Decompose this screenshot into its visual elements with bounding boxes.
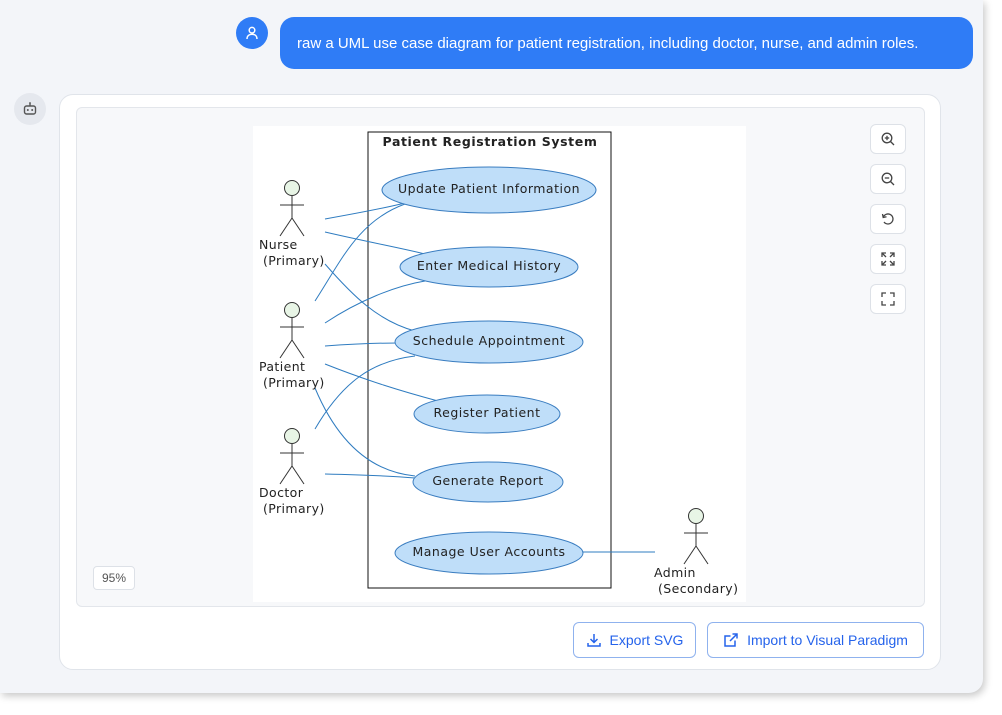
link-nurse-update: [324, 202, 406, 220]
actor-role: (Secondary): [658, 581, 738, 596]
reset-icon: [881, 213, 894, 225]
use-case-diagram-svg: Patient Registration System: [259, 131, 738, 596]
fit-to-screen-button[interactable]: [870, 244, 906, 274]
link-nurse-medical: [324, 231, 426, 255]
fit-icon: [881, 252, 895, 266]
system-boundary: [367, 131, 612, 589]
actor-head: [284, 180, 300, 196]
usecase-label: Generate Report: [432, 473, 543, 488]
zoom-out-button[interactable]: [870, 164, 906, 194]
actors: [279, 180, 709, 565]
usecase-label: Update Patient Information: [398, 181, 580, 196]
actor-name: Admin: [654, 565, 696, 580]
usecase-schedule-appointment[interactable]: [394, 320, 584, 364]
link-nurse-schedule: [324, 263, 416, 332]
zoom-in-icon: [881, 132, 895, 146]
fullscreen-button[interactable]: [870, 284, 906, 314]
zoom-controls: [870, 124, 906, 324]
actor-name: Nurse: [259, 237, 298, 252]
associations: [314, 202, 655, 553]
link-patient-schedule: [324, 342, 399, 347]
actor-admin[interactable]: [683, 508, 709, 565]
usecase-update-patient-information[interactable]: [381, 166, 597, 214]
user-icon: [246, 26, 258, 40]
import-visual-paradigm-button[interactable]: Import to Visual Paradigm: [707, 622, 924, 658]
zoom-in-button[interactable]: [870, 124, 906, 154]
diagram-canvas[interactable]: Patient Registration System: [76, 107, 925, 607]
app-window: raw a UML use case diagram for patient r…: [0, 0, 983, 693]
usecase-label: Manage User Accounts: [412, 544, 565, 559]
actor-nurse[interactable]: [279, 180, 305, 237]
link-patient-register: [324, 363, 439, 402]
actor-name: Doctor: [259, 485, 304, 500]
use-case-diagram: Patient Registration System: [253, 126, 746, 602]
actor-doctor[interactable]: [279, 428, 305, 485]
user-avatar: [236, 17, 268, 49]
import-visual-paradigm-label: Import to Visual Paradigm: [747, 632, 908, 648]
usecase-register-patient[interactable]: [413, 394, 561, 434]
actor-role: (Primary): [263, 375, 325, 390]
external-link-icon: [724, 633, 738, 647]
reset-view-button[interactable]: [870, 204, 906, 234]
actor-role: (Primary): [263, 501, 325, 516]
actor-labels: Nurse (Primary) Patient (Primary) Doctor…: [259, 237, 738, 596]
export-svg-label: Export SVG: [609, 632, 684, 648]
zoom-level-indicator: 95%: [93, 566, 135, 590]
usecase-label: Enter Medical History: [417, 258, 561, 273]
usecase-label: Register Patient: [434, 405, 541, 420]
assistant-response-card: Patient Registration System: [59, 94, 941, 670]
user-message: raw a UML use case diagram for patient r…: [280, 17, 973, 69]
link-doctor-schedule: [314, 355, 416, 430]
usecase-label: Schedule Appointment: [413, 333, 565, 348]
actor-name: Patient: [259, 359, 305, 374]
usecase-manage-user-accounts[interactable]: [394, 531, 584, 575]
usecase-enter-medical-history[interactable]: [399, 246, 579, 288]
link-patient-medical: [324, 280, 426, 324]
fullscreen-icon: [881, 292, 895, 306]
download-icon: [586, 634, 601, 647]
use-cases: Update Patient Information Enter Medical…: [381, 166, 597, 575]
link-patient-update: [314, 203, 406, 302]
link-patient-report: [314, 387, 416, 477]
actor-head: [284, 428, 300, 444]
actor-patient[interactable]: [279, 302, 305, 359]
actor-head: [688, 508, 704, 524]
link-doctor-report: [324, 473, 416, 479]
actor-head: [284, 302, 300, 318]
usecase-generate-report[interactable]: [412, 461, 564, 503]
bot-avatar: [14, 93, 46, 125]
actor-role: (Primary): [263, 253, 325, 268]
export-svg-button[interactable]: Export SVG: [573, 622, 696, 658]
zoom-out-icon: [881, 172, 895, 186]
robot-icon: [23, 102, 37, 115]
system-title: Patient Registration System: [383, 134, 598, 149]
